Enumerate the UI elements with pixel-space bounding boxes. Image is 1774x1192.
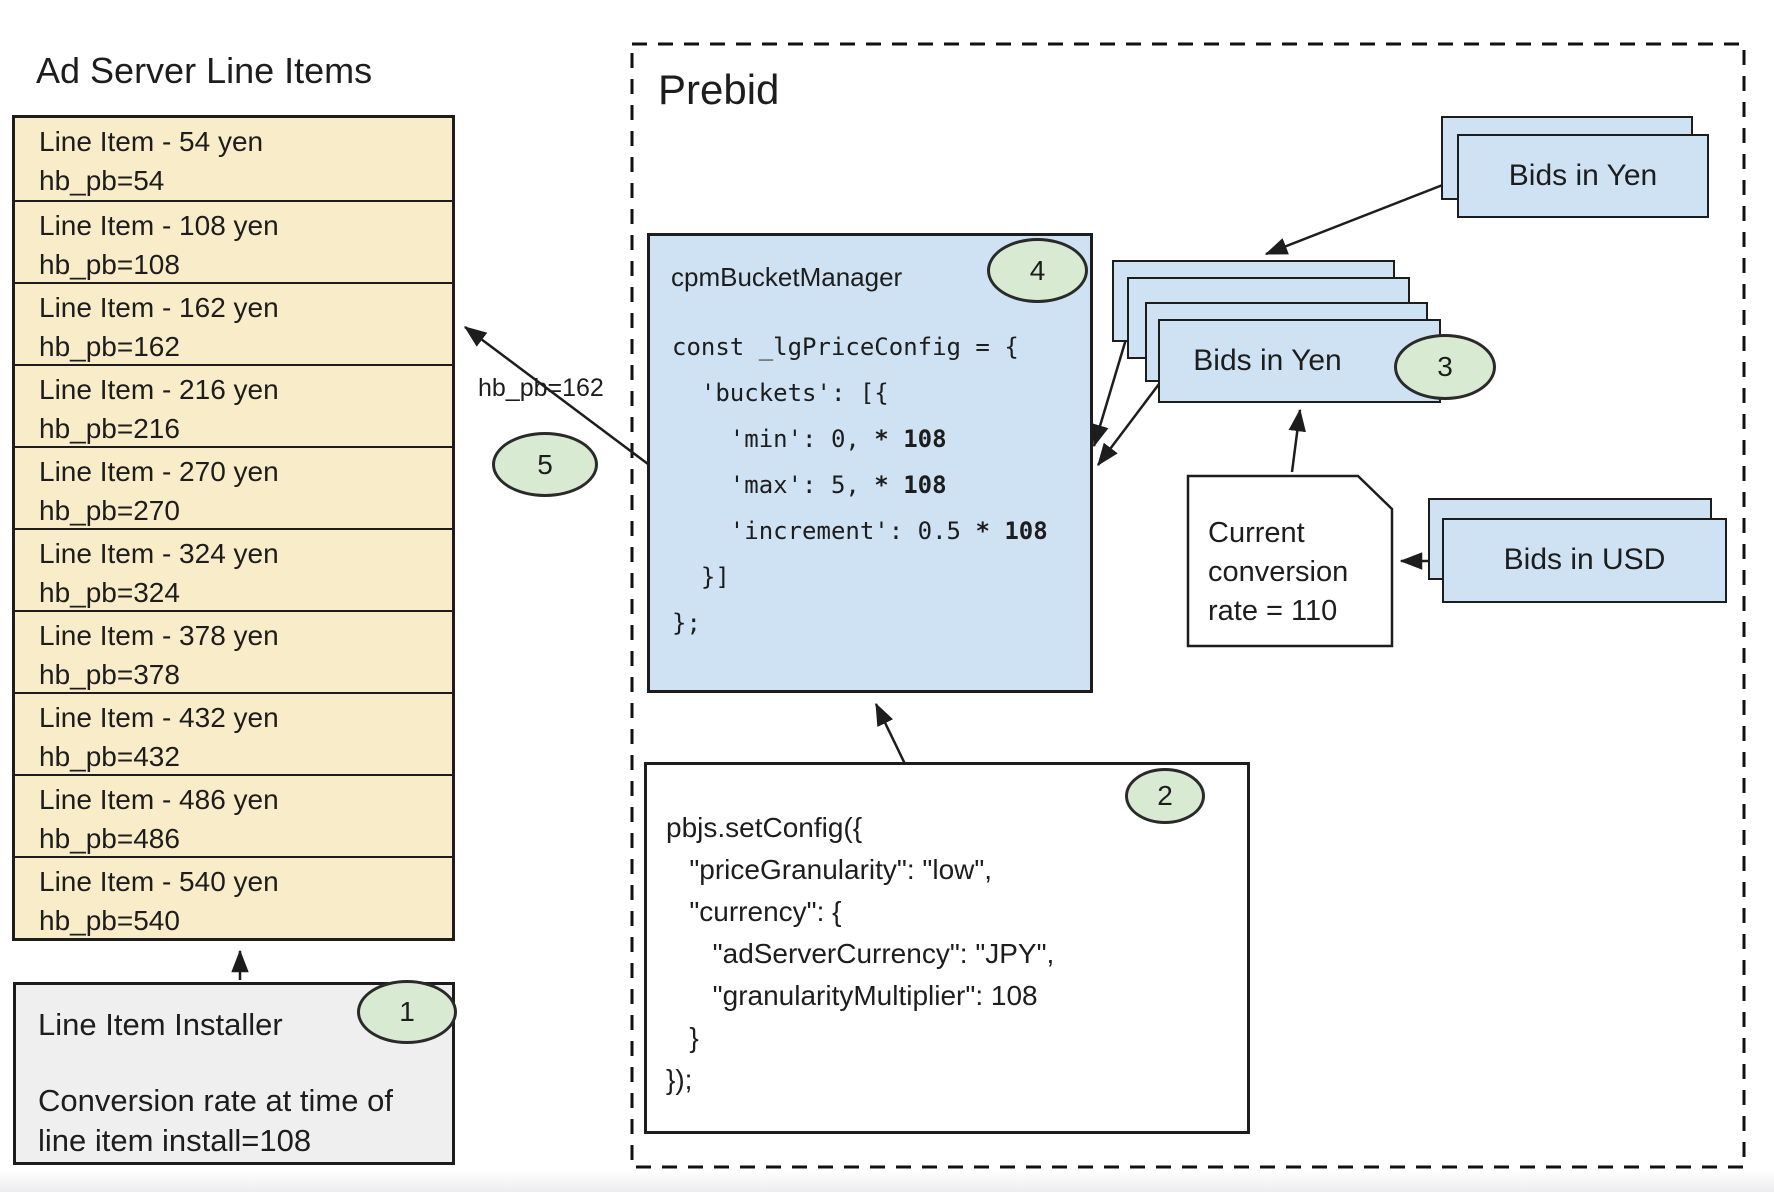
bids-in-usd-card: Bids in USD xyxy=(1442,518,1727,603)
line-item-row: Line Item - 378 yen hb_pb=378 xyxy=(15,610,452,692)
code-line: }] xyxy=(672,563,730,591)
line-item-key: hb_pb=162 xyxy=(39,331,180,362)
line-item-label: Line Item - 108 yen xyxy=(39,210,279,241)
line-item-key: hb_pb=324 xyxy=(39,577,180,608)
hb-pb-162-label: hb_pb=162 xyxy=(478,374,604,402)
line-item-key: hb_pb=108 xyxy=(39,249,180,280)
line-item-row: Line Item - 216 yen hb_pb=216 xyxy=(15,364,452,446)
arrow-bucket-to-lineitem xyxy=(463,325,649,466)
line-item-row: Line Item - 108 yen hb_pb=108 xyxy=(15,200,452,282)
line-item-row: Line Item - 162 yen hb_pb=162 xyxy=(15,282,452,364)
line-item-key: hb_pb=216 xyxy=(39,413,180,444)
code-line: 'min': 0, * 108 xyxy=(672,425,947,453)
conversion-note-line: conversion xyxy=(1208,556,1349,588)
pbjs-setconfig-box: pbjs.setConfig({ "priceGranularity": "lo… xyxy=(644,762,1250,1134)
installer-title: Line Item Installer xyxy=(38,1007,283,1042)
code-line: "adServerCurrency": "JPY", xyxy=(666,938,1055,969)
line-item-label: Line Item - 54 yen xyxy=(39,126,264,157)
line-item-label: Line Item - 324 yen xyxy=(39,538,279,569)
step-badge-2: 2 xyxy=(1125,768,1205,824)
line-item-row: Line Item - 324 yen hb_pb=324 xyxy=(15,528,452,610)
line-item-row: Line Item - 432 yen hb_pb=432 xyxy=(15,692,452,774)
step-badge-1: 1 xyxy=(357,980,457,1044)
arrow-setconfig-to-bucket xyxy=(874,702,907,765)
bids-in-yen-stack-card-front: Bids in Yen xyxy=(1158,319,1441,403)
code-line: pbjs.setConfig({ xyxy=(666,812,863,843)
prebid-dashed-border xyxy=(630,42,1746,1169)
code-line: }; xyxy=(672,609,701,637)
line-item-row: Line Item - 54 yen hb_pb=54 xyxy=(15,118,452,200)
cpm-bucket-manager-box: cpmBucketManager const _lgPriceConfig = … xyxy=(647,233,1093,693)
code-line: }); xyxy=(666,1064,693,1095)
code-line: } xyxy=(666,1022,699,1053)
step-badge-3: 3 xyxy=(1394,334,1496,400)
line-item-installer-box: Line Item Installer Conversion rate at t… xyxy=(13,982,455,1165)
bids-in-yen-top-label: Bids in Yen xyxy=(1508,159,1658,192)
line-item-row: Line Item - 486 yen hb_pb=486 xyxy=(15,774,452,856)
code-line: "granularityMultiplier": 108 xyxy=(666,980,1038,1011)
installer-note-line: Conversion rate at time of xyxy=(38,1083,393,1118)
installer-note-line: line item install=108 xyxy=(38,1123,312,1158)
line-item-label: Line Item - 540 yen xyxy=(39,866,279,897)
line-item-label: Line Item - 378 yen xyxy=(39,620,279,651)
line-item-row: Line Item - 270 yen hb_pb=270 xyxy=(15,446,452,528)
line-item-label: Line Item - 216 yen xyxy=(39,374,279,405)
line-item-key: hb_pb=540 xyxy=(39,905,180,936)
line-item-key: hb_pb=432 xyxy=(39,741,180,772)
arrow-note-to-stack xyxy=(1288,408,1306,473)
line-item-key: hb_pb=378 xyxy=(39,659,180,690)
bids-in-yen-stack-label: Bids in Yen xyxy=(1193,344,1342,377)
bucket-manager-code: const _lgPriceConfig = { 'buckets': [{ '… xyxy=(672,324,1048,646)
line-item-label: Line Item - 432 yen xyxy=(39,702,279,733)
conversion-note-line: rate = 110 xyxy=(1208,595,1338,627)
line-item-label: Line Item - 162 yen xyxy=(39,292,279,323)
prebid-title: Prebid xyxy=(658,66,780,113)
ad-server-title: Ad Server Line Items xyxy=(36,50,373,91)
code-line: 'increment': 0.5 * 108 xyxy=(672,517,1048,545)
bottom-fade xyxy=(0,1170,1774,1192)
installer-note: Conversion rate at time of line item inst… xyxy=(38,1081,393,1161)
step-badge-5: 5 xyxy=(492,432,598,497)
bids-in-usd-label: Bids in USD xyxy=(1503,543,1666,576)
line-item-label: Line Item - 486 yen xyxy=(39,784,279,815)
line-item-key: hb_pb=54 xyxy=(39,165,165,196)
arrow-yentop-to-stack xyxy=(1264,177,1459,256)
line-item-label: Line Item - 270 yen xyxy=(39,456,279,487)
bids-in-yen-top-card: Bids in Yen xyxy=(1457,134,1709,218)
conversion-note-line: Current xyxy=(1208,517,1305,549)
code-line: "currency": { xyxy=(666,896,842,927)
arrow-stack-to-bucket-2 xyxy=(1097,383,1160,466)
conversion-note-shape xyxy=(1186,474,1394,648)
line-item-row: Line Item - 540 yen hb_pb=540 xyxy=(15,856,452,938)
code-line: 'max': 5, * 108 xyxy=(672,471,947,499)
line-item-key: hb_pb=270 xyxy=(39,495,180,526)
line-item-key: hb_pb=486 xyxy=(39,823,180,854)
pbjs-setconfig-code: pbjs.setConfig({ "priceGranularity": "lo… xyxy=(666,807,1054,1101)
conversion-note-text: Current conversion rate = 110 xyxy=(1208,514,1348,631)
code-line: "priceGranularity": "low", xyxy=(666,854,993,885)
step-badge-4: 4 xyxy=(987,238,1088,303)
code-line: 'buckets': [{ xyxy=(672,379,889,407)
bucket-manager-title: cpmBucketManager xyxy=(671,262,903,292)
code-line: const _lgPriceConfig = { xyxy=(672,333,1019,361)
